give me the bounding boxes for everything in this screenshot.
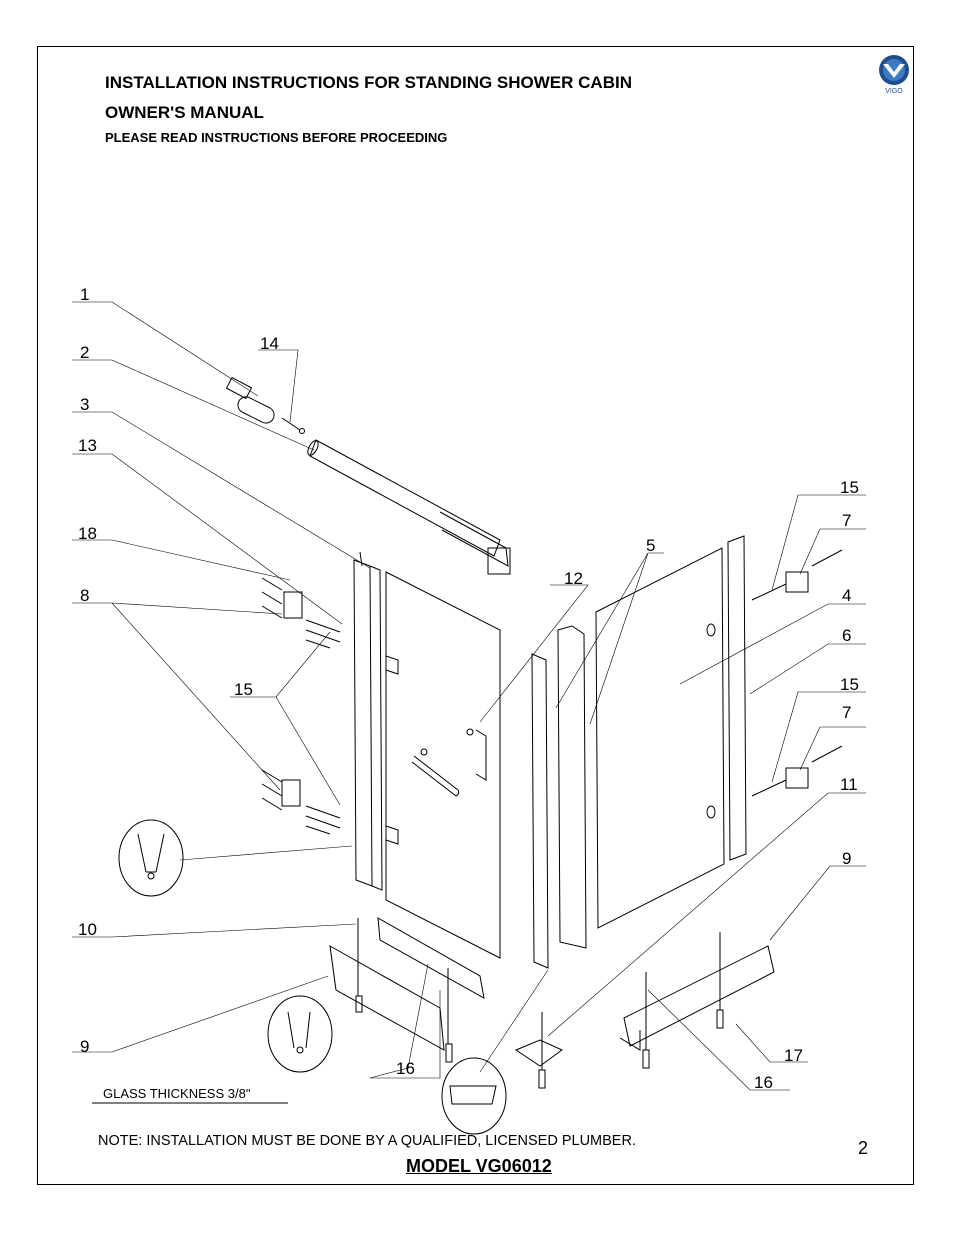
- callout-numbers: 1 2 3 13 18 8 14 15 15 7 5 12 4 6 15 7 1…: [78, 285, 859, 1092]
- callout-7-bottom: 7: [842, 703, 851, 722]
- callout-14: 14: [260, 334, 279, 353]
- callout-4: 4: [842, 586, 851, 605]
- right-brackets: [751, 549, 843, 797]
- callout-9-left: 9: [80, 1037, 89, 1056]
- manual-subtitle: OWNER'S MANUAL: [105, 103, 264, 122]
- fixed-glass-panel: [595, 547, 725, 929]
- leader-lines: [72, 301, 866, 1091]
- top-header-bar: [225, 376, 511, 575]
- bottom-seal-left: [329, 917, 485, 1051]
- right-wall-profile: [727, 535, 747, 861]
- read-instructions-notice: PLEASE READ INSTRUCTIONS BEFORE PROCEEDI…: [105, 130, 448, 145]
- bottom-seal-right: [619, 945, 775, 1051]
- door-glass-panel: [385, 571, 501, 959]
- callout-11: 11: [840, 775, 858, 794]
- callout-15-left: 15: [234, 680, 253, 699]
- callout-5: 5: [646, 536, 655, 555]
- callout-6: 6: [842, 626, 851, 645]
- callout-16-left: 16: [396, 1059, 415, 1078]
- center-profiles: [531, 625, 587, 969]
- callout-10: 10: [78, 920, 97, 939]
- manual-title: INSTALLATION INSTRUCTIONS FOR STANDING S…: [105, 73, 632, 92]
- callout-15-top-right: 15: [840, 478, 859, 497]
- left-brackets: [261, 577, 341, 835]
- door-handle: [411, 755, 460, 797]
- seal-detail-circles: [118, 819, 507, 1135]
- callout-17: 17: [784, 1046, 803, 1065]
- callout-15-bottom-right: 15: [840, 675, 859, 694]
- page-number: 2: [858, 1138, 869, 1158]
- left-wall-profile: [353, 551, 383, 891]
- callout-12: 12: [564, 569, 583, 588]
- callout-1: 1: [80, 285, 89, 304]
- callout-2: 2: [80, 343, 89, 362]
- model-number: MODEL VG06012: [406, 1156, 552, 1176]
- corner-connector: [514, 1039, 563, 1067]
- vigo-logo: VIGO: [879, 55, 909, 95]
- callout-8: 8: [80, 586, 89, 605]
- screws-anchors: [355, 918, 724, 1089]
- callout-7-top: 7: [842, 511, 851, 530]
- installation-note: NOTE: INSTALLATION MUST BE DONE BY A QUA…: [98, 1133, 636, 1149]
- callout-16-right: 16: [754, 1073, 773, 1092]
- callout-3: 3: [80, 395, 89, 414]
- callout-13: 13: [78, 436, 97, 455]
- callout-9-right: 9: [842, 849, 851, 868]
- chevron-down-icon: [883, 64, 905, 78]
- page-border: [37, 46, 914, 1185]
- callout-18: 18: [78, 524, 97, 543]
- glass-thickness-label: GLASS THICKNESS 3/8": [103, 1086, 251, 1101]
- vigo-logo-text: VIGO: [885, 88, 903, 95]
